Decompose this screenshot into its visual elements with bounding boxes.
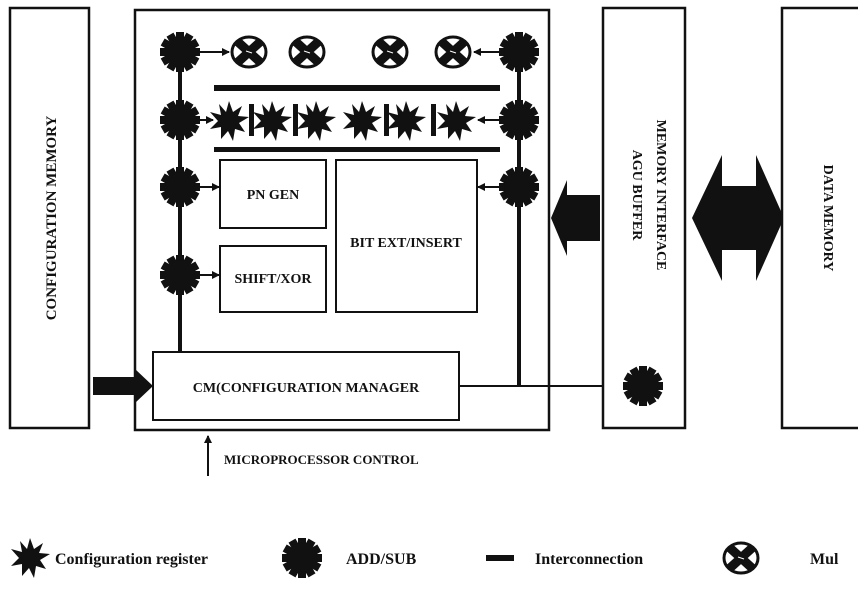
legend-config-register-label: Configuration register	[55, 551, 208, 568]
interconnection-icon	[486, 555, 514, 561]
mul-icon	[290, 37, 324, 67]
memory-interface-label: MEMORY INTERFACE	[653, 120, 668, 271]
interconnection-icon	[431, 104, 436, 136]
memory-interface-to-processor-arrow	[551, 180, 600, 256]
pn-gen-block: PN GEN	[219, 159, 327, 229]
mul-icon	[232, 37, 266, 67]
mul-icon	[373, 37, 407, 67]
legend-interconnection: Interconnection	[486, 551, 643, 568]
config-memory-to-cm-arrow	[93, 369, 153, 403]
interconnect-bar-top	[214, 85, 500, 91]
interconnection-icon	[293, 104, 298, 136]
legend-config-register: Configuration register	[11, 538, 208, 578]
microprocessor-control-label: MICROPROCESSOR CONTROL	[224, 452, 419, 467]
legend-add-sub: ADD/SUB	[282, 538, 417, 578]
data-memory-block: DATA MEMORY	[780, 6, 858, 430]
bit-ext-insert-block: BIT EXT/INSERT	[335, 159, 478, 313]
mul-icon	[436, 37, 470, 67]
shift-xor-block: SHIFT/XOR	[219, 245, 327, 313]
configuration-manager-label: CM(CONFIGURATION MANAGER	[193, 381, 420, 396]
config-register-icon	[11, 538, 50, 578]
configuration-memory-label: CONFIGURATION MEMORY	[44, 116, 60, 321]
pn-gen-label: PN GEN	[247, 188, 300, 203]
bidirectional-arrow	[692, 155, 784, 281]
agu-buffer-label: AGU BUFFER	[629, 150, 644, 242]
legend-interconnection-label: Interconnection	[535, 551, 643, 568]
mul-icon	[724, 543, 758, 573]
interconnect-bar-bottom	[214, 147, 500, 152]
legend-mul-label: Mul	[810, 551, 839, 568]
add-sub-icon	[282, 538, 322, 578]
legend: Configuration register ADD/SUB Interconn…	[11, 538, 839, 578]
interconnection-icon	[249, 104, 254, 136]
shift-xor-label: SHIFT/XOR	[234, 272, 312, 287]
interconnection-icon	[384, 104, 389, 136]
data-memory-label: DATA MEMORY	[820, 165, 835, 272]
bit-ext-insert-label: BIT EXT/INSERT	[350, 236, 462, 251]
legend-mul: Mul	[724, 543, 839, 573]
memory-interface-block: MEMORY INTERFACE AGU BUFFER	[601, 6, 687, 430]
legend-add-sub-label: ADD/SUB	[346, 551, 417, 568]
configuration-manager-block: CM(CONFIGURATION MANAGER	[152, 351, 460, 421]
configuration-memory-block: CONFIGURATION MEMORY	[8, 6, 91, 430]
